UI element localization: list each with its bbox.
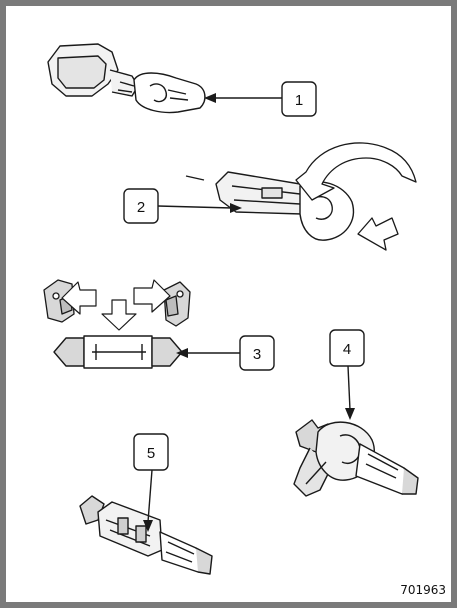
callout-4-label: 4 (343, 341, 351, 358)
festoon-bulb-illustration (54, 336, 182, 368)
figure-reference-number: 701963 (400, 583, 446, 597)
callout-5: 5 (134, 434, 168, 470)
festoon-clip-right-illustration (164, 282, 190, 326)
callout-2: 2 (124, 189, 158, 223)
callout-3-label: 3 (253, 346, 261, 363)
callout-3: 3 (240, 336, 274, 370)
callout-1: 1 (282, 82, 316, 116)
callout-4: 4 (330, 330, 364, 366)
callout-5-label: 5 (147, 445, 155, 462)
callout-2-label: 2 (137, 199, 145, 216)
callout-1-label: 1 (295, 92, 303, 109)
